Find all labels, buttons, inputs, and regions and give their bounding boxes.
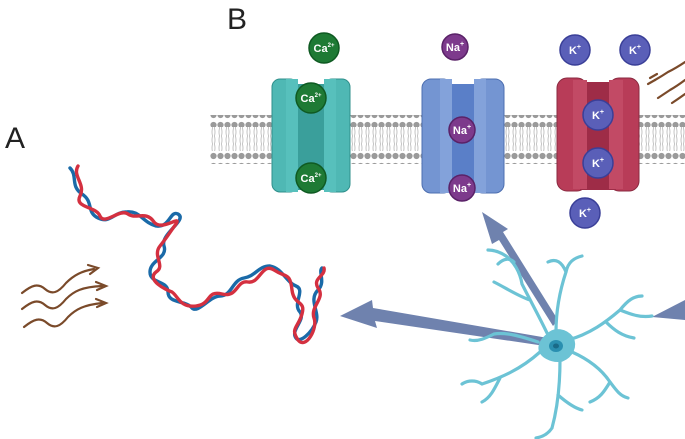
potassium-ion: K+ — [619, 34, 651, 66]
svg-text:Ca2+: Ca2+ — [301, 93, 322, 105]
heat-wave-icon — [646, 60, 685, 105]
ions: Ca2+ Ca2+ Ca2+ Na+ Na+ Na+ K+ K+ — [295, 32, 651, 229]
sodium-ion: Na+ — [448, 174, 476, 202]
panel-label-a: A — [5, 122, 26, 155]
arrow-to-channel — [482, 212, 558, 326]
svg-text:Ca2+: Ca2+ — [314, 43, 335, 55]
arrow-right-edge — [652, 300, 685, 320]
svg-text:K+: K+ — [592, 109, 604, 122]
calcium-ion: Ca2+ — [308, 32, 340, 64]
svg-text:K+: K+ — [579, 207, 591, 220]
svg-text:Na+: Na+ — [453, 124, 471, 137]
calcium-ion: Ca2+ — [295, 162, 327, 194]
calcium-ion: Ca2+ — [295, 82, 327, 114]
svg-text:Ca2+: Ca2+ — [301, 173, 322, 185]
potassium-ion: K+ — [582, 99, 614, 131]
neuron-icon — [460, 248, 654, 439]
potassium-ion: K+ — [582, 147, 614, 179]
panel-label-b: B — [227, 3, 248, 36]
sodium-ion: Na+ — [448, 116, 476, 144]
svg-text:Na+: Na+ — [453, 182, 471, 195]
arrow-to-dna — [340, 300, 548, 346]
arrows — [340, 212, 685, 346]
dna-helix-icon — [68, 164, 326, 345]
svg-text:Na+: Na+ — [446, 41, 464, 54]
potassium-ion: K+ — [569, 197, 601, 229]
svg-text:K+: K+ — [592, 157, 604, 170]
heat-wave-icon — [20, 263, 109, 329]
svg-text:K+: K+ — [569, 44, 581, 57]
sodium-ion: Na+ — [441, 33, 469, 61]
svg-text:K+: K+ — [629, 44, 641, 57]
potassium-ion: K+ — [559, 34, 591, 66]
